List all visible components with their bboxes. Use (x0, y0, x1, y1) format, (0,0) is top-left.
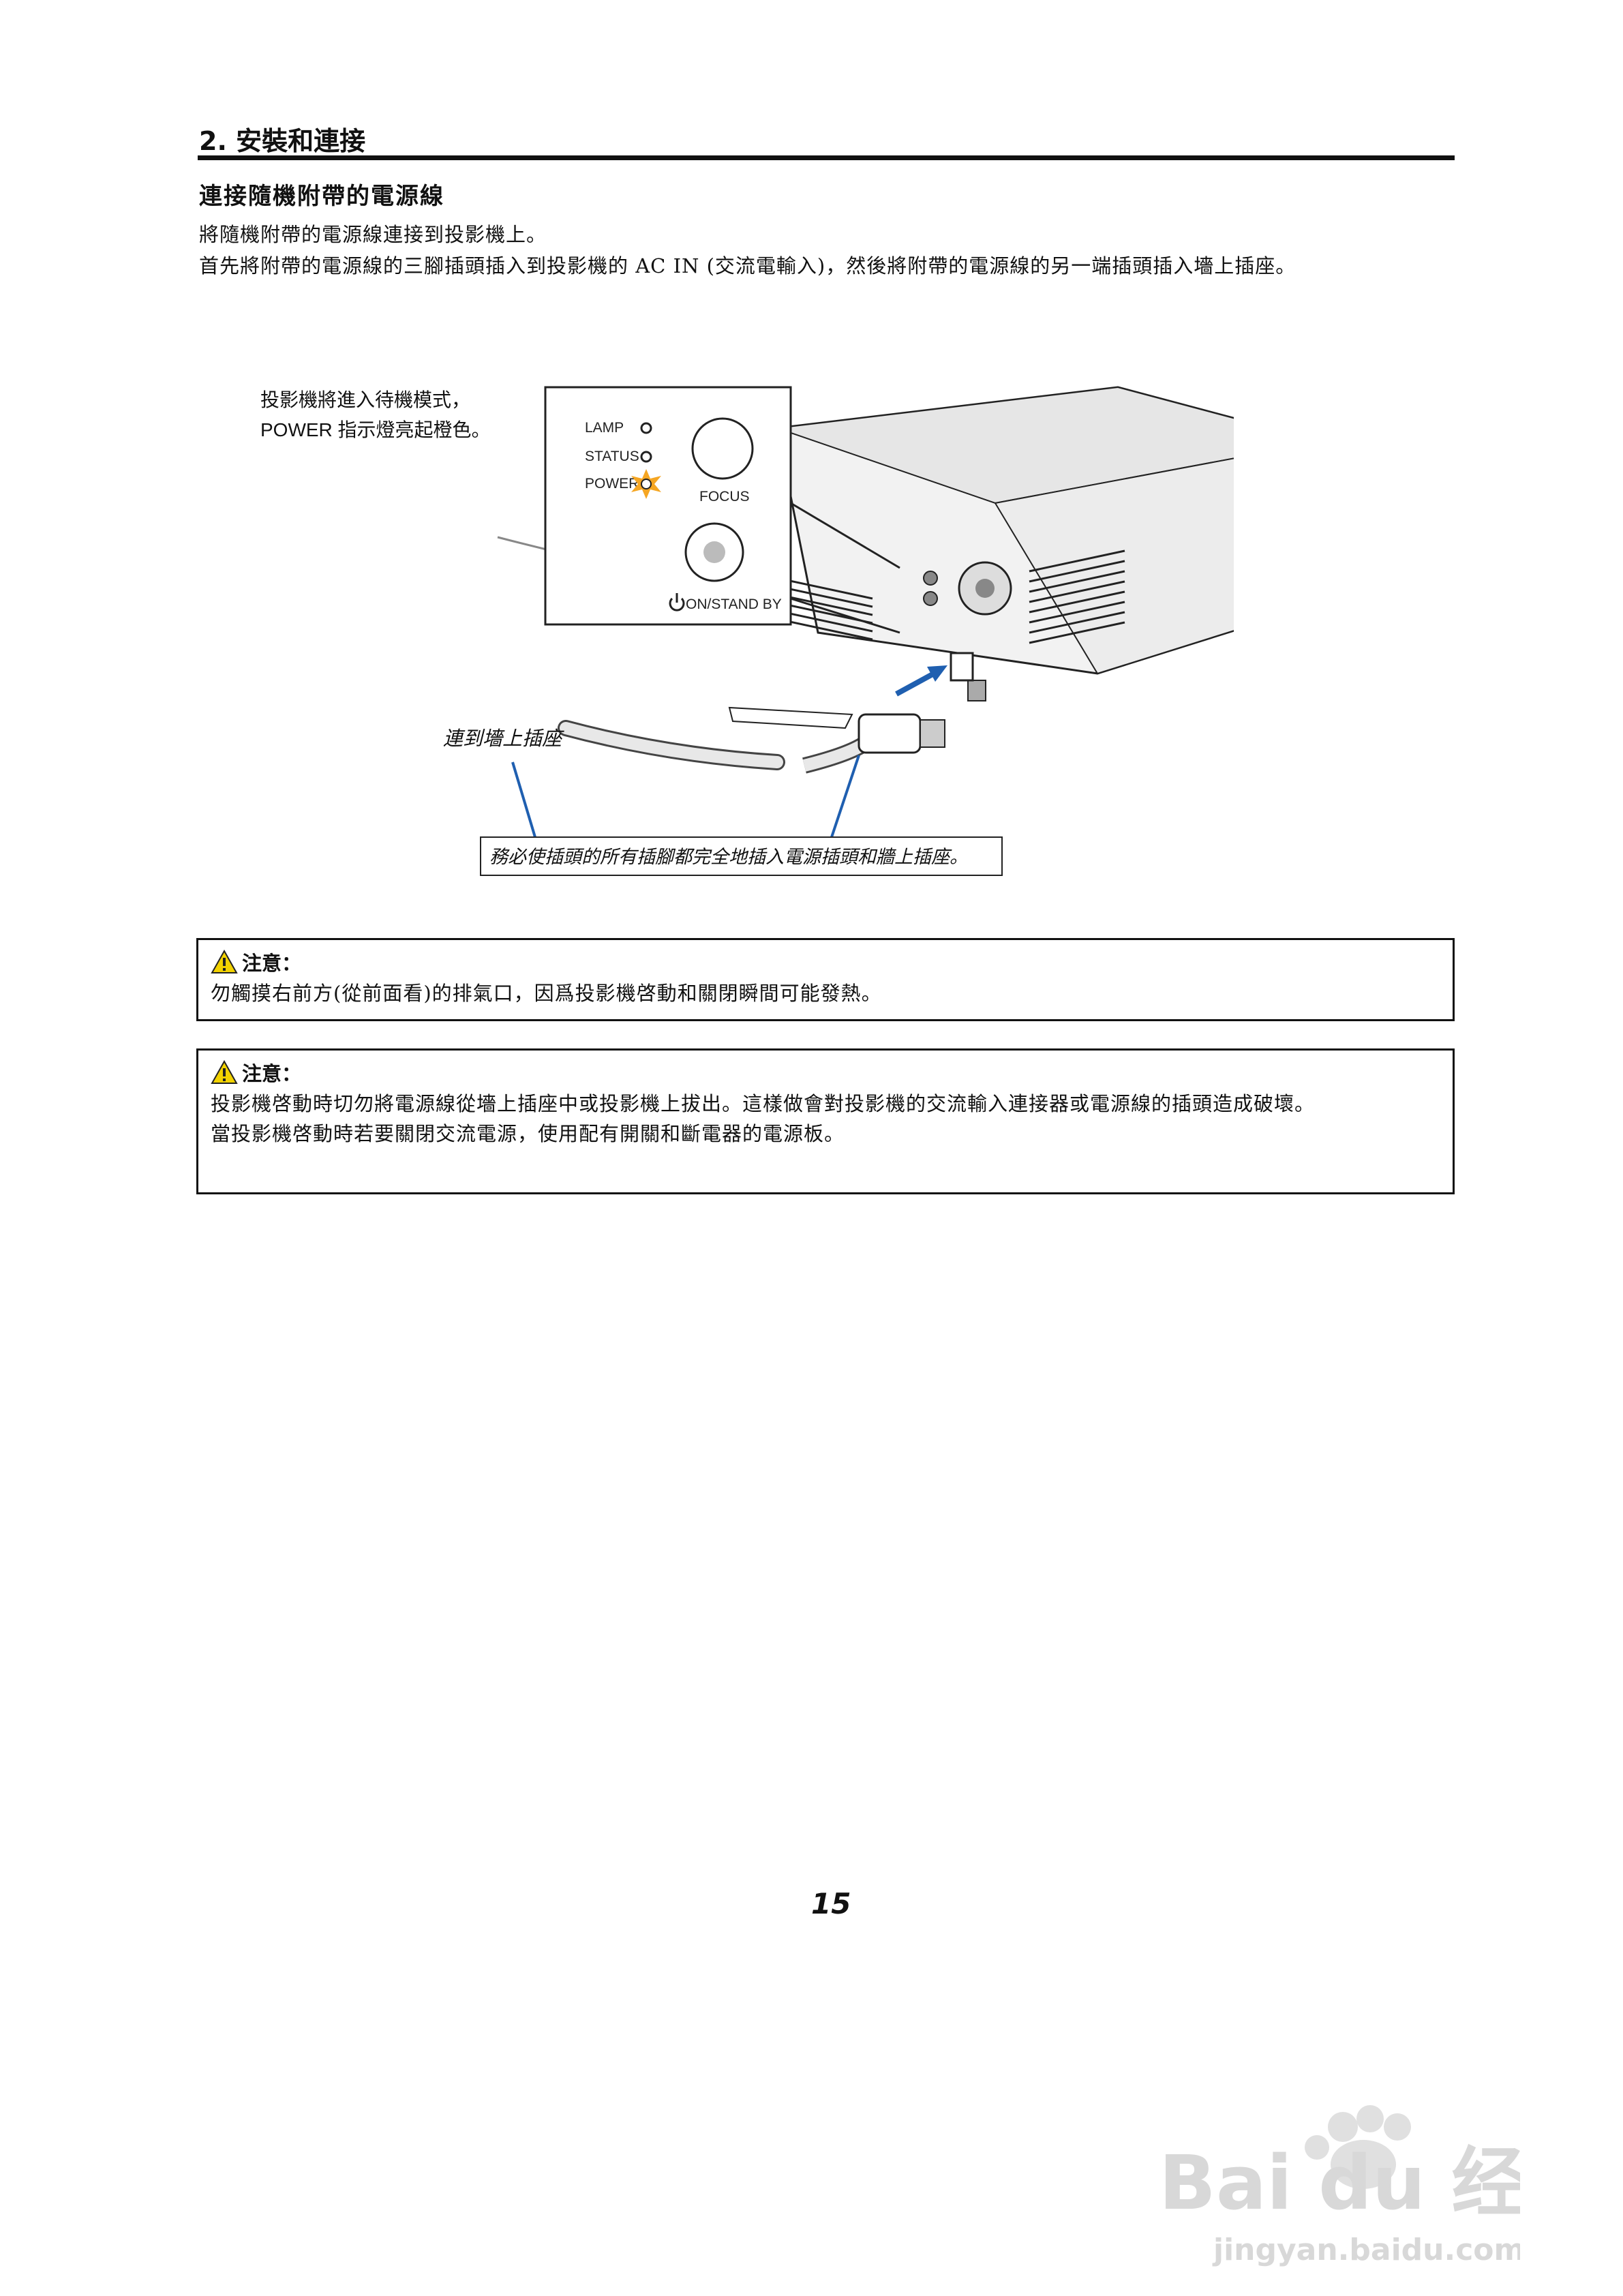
projector-body (776, 386, 1337, 701)
power-led-icon (631, 469, 661, 499)
watermark-url: jingyan.baidu.com (1212, 2233, 1520, 2267)
watermark-brand: Bai du 经验 (1159, 2139, 1520, 2226)
paragraph-2: 首先將附帶的電源線的三腳插頭插入到投影機的 AC IN (交流電輸入)，然後將附… (199, 254, 1296, 277)
lamp-label: LAMP (585, 420, 624, 436)
caution-text-2: 當投影機啓動時若要關閉交流電源，使用配有開關和斷電器的電源板。 (211, 1122, 845, 1145)
paragraph-1: 將隨機附帶的電源線連接到投影機上。 (199, 223, 547, 246)
chapter-title: 2. 安裝和連接 (199, 126, 366, 156)
caution-text-1: 投影機啓動時切勿將電源線從墻上插座中或投影機上拔出。這樣做會對投影機的交流輸入連… (211, 1092, 1316, 1115)
plug-note-box (480, 836, 1003, 876)
warning-icon (211, 1060, 238, 1084)
standby-note-line1: 投影機將進入待機模式， (260, 389, 470, 411)
header-rule (198, 155, 1455, 160)
power-cord (558, 706, 945, 774)
standby-note-line2: POWER 指示燈亮起橙色。 (260, 419, 491, 440)
power-symbol-icon (669, 593, 685, 611)
focus-label: FOCUS (699, 489, 750, 504)
plug-note-text: 務必使插頭的所有插腳都完全地插入電源插頭和牆上插座。 (489, 847, 968, 868)
caution-box-1: 注意： 勿觸摸右前方(從前面看)的排氣口，因爲投影機啓動和關閉瞬間可能發熱。 (196, 938, 1455, 1021)
onstandby-label: ON/STAND BY (686, 596, 782, 612)
projector-illustration: 投影機將進入待機模式， POWER 指示燈亮起橙色。 (260, 386, 1337, 876)
caution-box-2: 注意： 投影機啓動時切勿將電源線從墻上插座中或投影機上拔出。這樣做會對投影機的交… (196, 1048, 1455, 1194)
control-panel-zoom: LAMP STATUS POWER FOCUS ON/STAND BY (544, 386, 900, 634)
caution-title: 注意： (242, 952, 302, 975)
watermark-logo: Bai du 经验 jingyan.baidu.com (1138, 2100, 1601, 2270)
connection-figure: 投影機將進入待機模式， POWER 指示燈亮起橙色。 (245, 374, 1337, 892)
section-title: 連接隨機附帶的電源線 (199, 183, 444, 210)
wall-outlet-label: 連到墻上插座 (443, 727, 564, 750)
caution-title: 注意： (242, 1062, 302, 1085)
caution-text: 勿觸摸右前方(從前面看)的排氣口，因爲投影機啓動和關閉瞬間可能發熱。 (211, 982, 882, 1005)
status-label: STATUS (585, 449, 639, 464)
lamp-led-icon (640, 422, 652, 434)
status-led-icon (640, 451, 652, 463)
focus-ring-icon (691, 417, 754, 480)
warning-icon (211, 950, 238, 973)
power-label: POWER (585, 476, 639, 492)
page-number: 15 (811, 1887, 851, 1920)
